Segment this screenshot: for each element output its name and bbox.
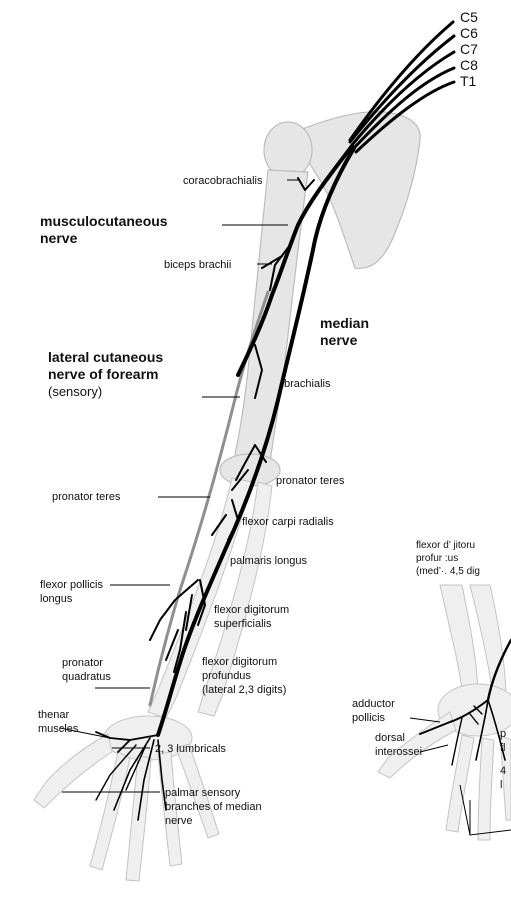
label-palmaris-longus: palmaris longus [230,555,308,567]
root-label-c8: C8 [460,57,478,73]
label-inset-fragment-4: 4 [500,765,506,777]
label-adductor-2: pollicis [352,712,386,724]
label-musculocutaneous-1: musculocutaneous [40,213,168,229]
root-label-c6: C6 [460,25,478,41]
inset-hand [378,585,511,840]
label-flexor-carpi-radialis: flexor carpi radialis [242,516,334,528]
label-inset-fragment-p: p [500,728,506,740]
inset-forearm-bones [440,585,478,690]
root-label-t1: T1 [460,73,477,89]
label-lateral-cutaneous-3: (sensory) [48,384,102,399]
index-finger [90,752,130,870]
root-labels: C5 C6 C7 C8 T1 [460,9,478,89]
inset-thumb [378,712,456,778]
label-pronator-teres-left: pronator teres [52,491,121,503]
label-fpl-1: flexor pollicis [40,579,103,591]
label-dorsal-1: dorsal [375,732,405,744]
label-palmar-sensory-3: nerve [165,815,193,827]
label-musculocutaneous-2: nerve [40,230,78,246]
label-lateral-cutaneous-2: nerve of forearm [48,366,158,382]
label-fds-1: flexor digitorum [214,604,289,616]
label-inset-fdp-1: flexor d’ jitoru [416,540,475,551]
label-brachialis: brachialis [284,378,331,390]
label-inset-fdp-2: profur :us [416,553,458,564]
label-biceps-brachii: biceps brachii [164,259,231,271]
label-pronator-teres-right: pronator teres [276,475,345,487]
label-inset-fragment-fl: fl [500,742,506,754]
label-thenar-2: muscles [38,723,79,735]
label-inset-fragment-l: l [500,779,502,791]
label-fdp-3: (lateral 2,3 digits) [202,684,286,696]
thumb [34,734,112,808]
label-coracobrachialis: coracobrachialis [183,175,263,187]
root-label-c7: C7 [460,41,478,57]
label-median-2: nerve [320,332,358,348]
label-lumbricals: 2, 3 lumbricals [155,743,226,755]
label-palmar-sensory-2: branches of median [165,801,262,813]
label-pronator-quadratus-2: quadratus [62,671,111,683]
label-thenar-1: thenar [38,709,70,721]
label-fdp-2: profundus [202,670,251,682]
inset-finger-2 [478,738,494,840]
label-fpl-2: longus [40,593,73,605]
label-fdp-1: flexor digitorum [202,656,277,668]
label-median-1: median [320,315,369,331]
label-adductor-1: adductor [352,698,395,710]
label-inset-fdp-3: (med’·. 4,5 dig [416,566,480,577]
root-label-c5: C5 [460,9,478,25]
label-palmar-sensory-1: palmar sensory [165,787,241,799]
label-dorsal-2: interossei [375,746,422,758]
label-fds-2: superficialis [214,618,272,630]
leader-adductor [410,718,440,722]
label-lateral-cutaneous-1: lateral cutaneous [48,349,163,365]
label-pronator-quadratus-1: pronator [62,657,103,669]
